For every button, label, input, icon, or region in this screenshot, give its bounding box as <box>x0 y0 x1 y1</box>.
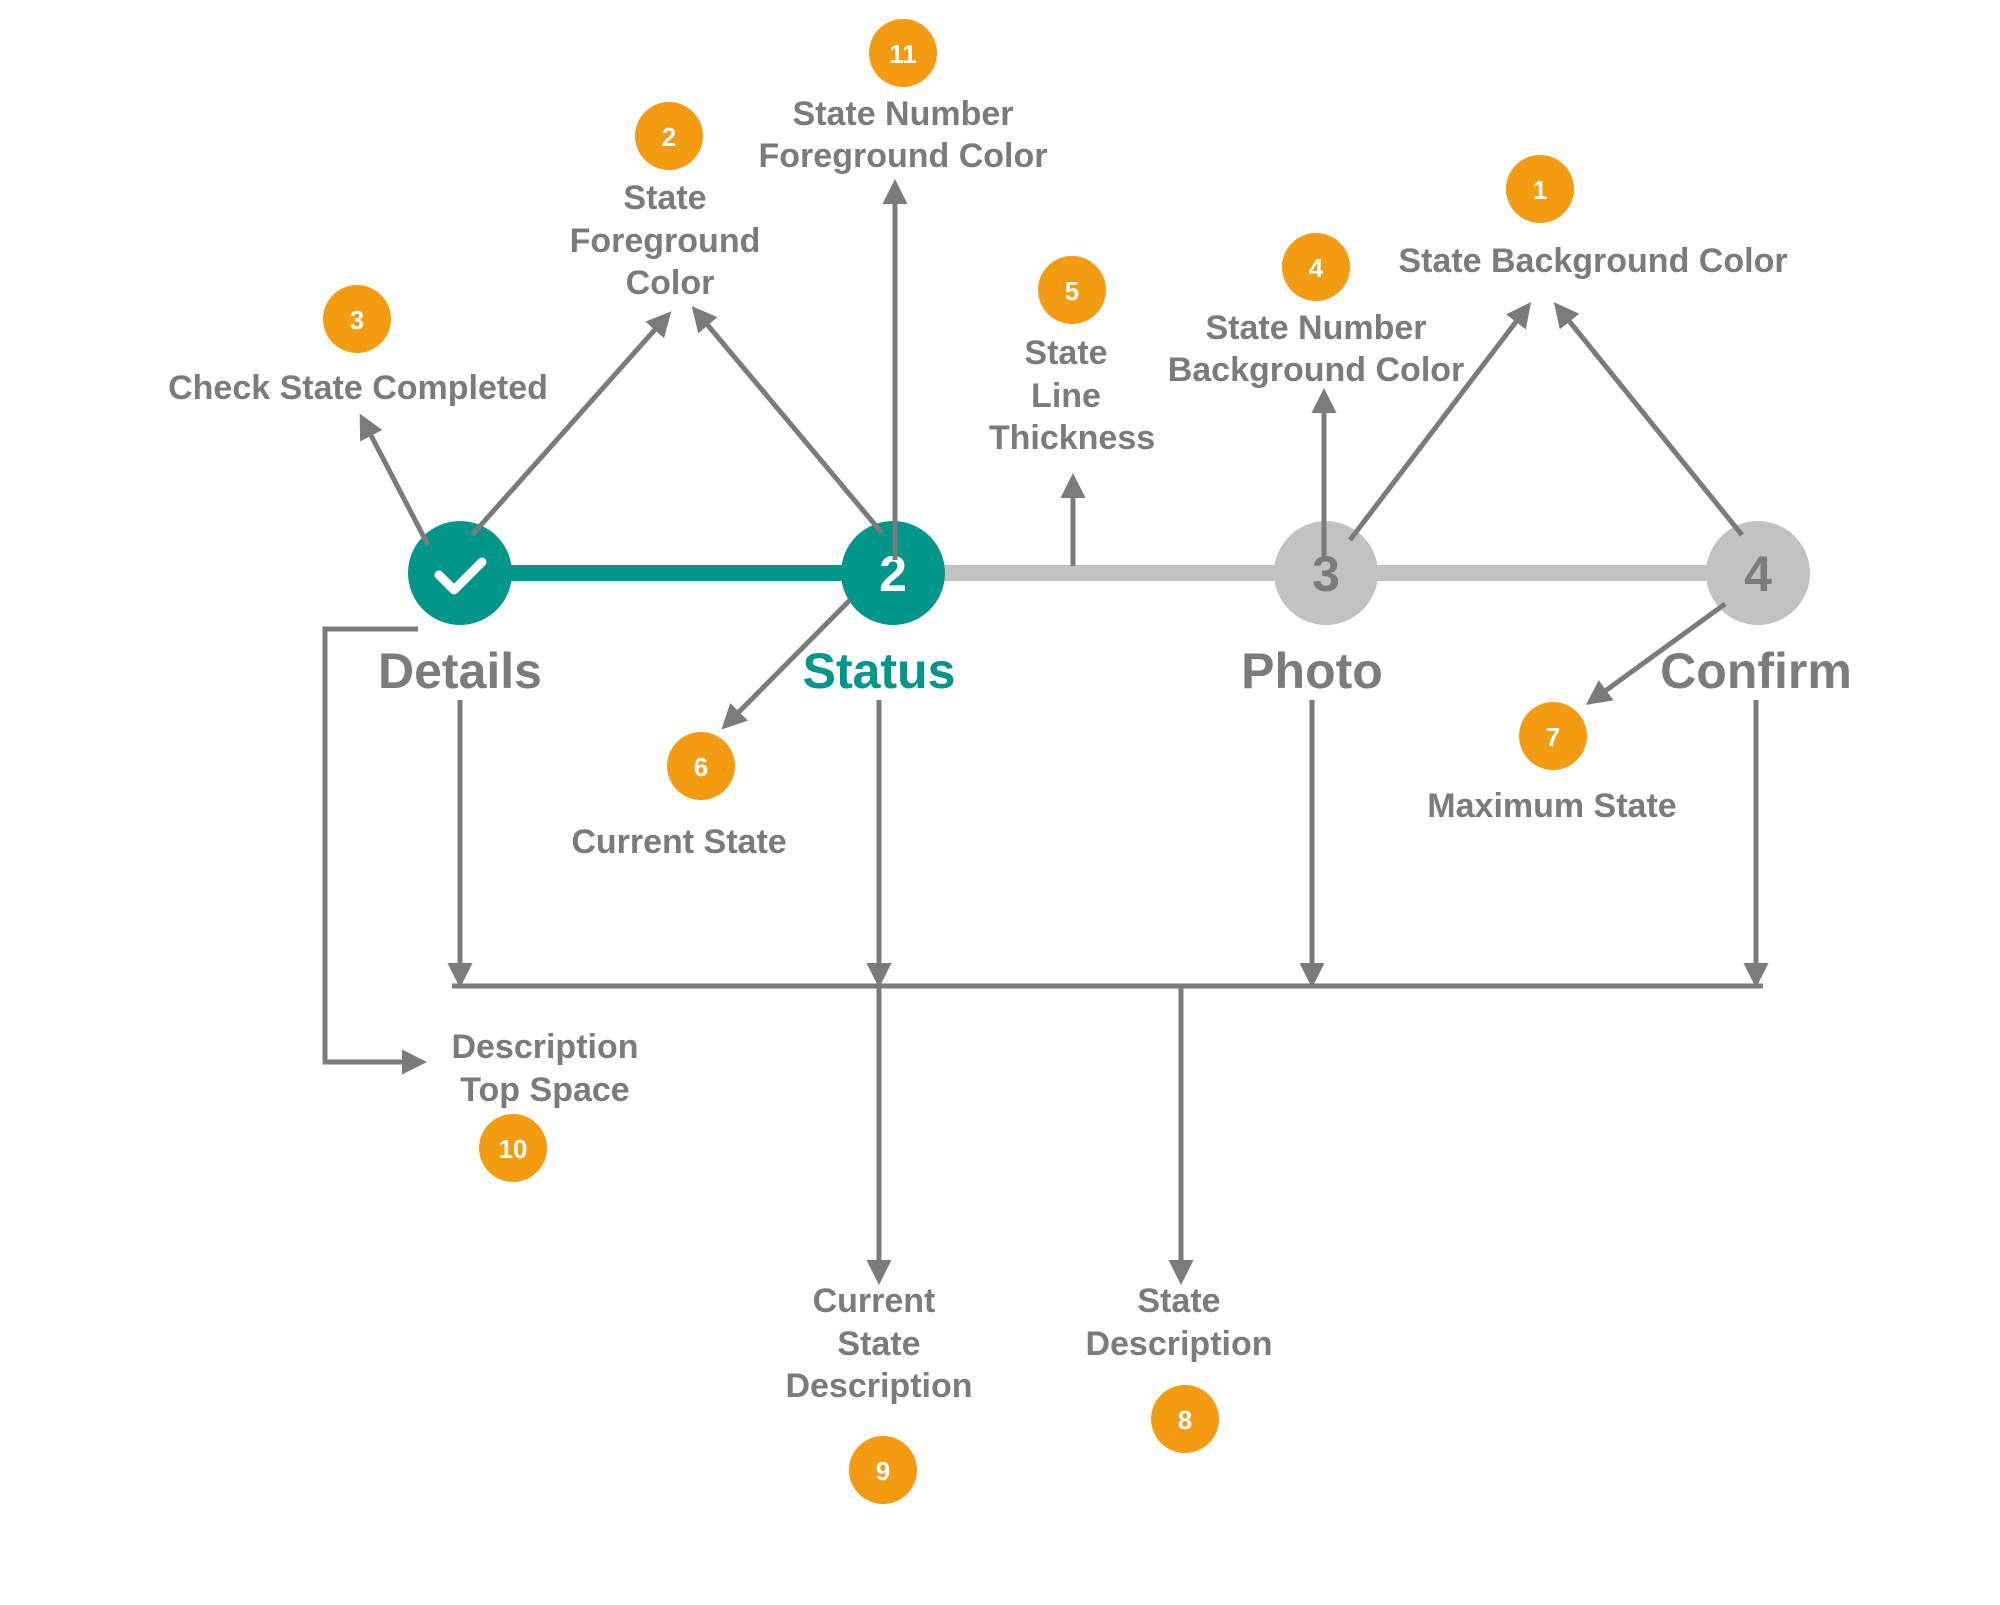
svg-text:5: 5 <box>1065 276 1079 306</box>
svg-text:10: 10 <box>499 1134 528 1164</box>
badge-4: 4 <box>1282 233 1350 301</box>
svg-text:3: 3 <box>350 305 364 335</box>
label-description-top-space-line2: Top Space <box>460 1071 629 1109</box>
badge-1: 1 <box>1506 155 1574 223</box>
state-name-details: Details <box>378 643 542 699</box>
label-state-fg-line1: State <box>623 179 706 217</box>
state-names: Details Status Photo Confirm <box>378 643 1852 699</box>
state-confirm-circle <box>1706 521 1810 625</box>
state-name-confirm: Confirm <box>1660 643 1852 699</box>
label-check-state-completed: Check State Completed <box>168 369 548 407</box>
check-icon <box>434 557 487 595</box>
svg-text:2: 2 <box>662 122 676 152</box>
arrow-check-state-completed <box>359 413 431 547</box>
label-number-fg-line1: State Number <box>792 95 1013 133</box>
stepper-states: 2 3 4 <box>408 521 1810 625</box>
state-status[interactable]: 2 <box>841 521 945 625</box>
label-current-state-description-line1: Current <box>813 1282 936 1320</box>
arrow-maximum-state <box>1585 601 1727 705</box>
state-status-circle <box>841 521 945 625</box>
label-line-thickness-line2: Line <box>1031 377 1101 415</box>
state-photo-circle <box>1274 521 1378 625</box>
arrow-fg-from-status <box>691 306 884 535</box>
label-state-fg-line2: Foreground <box>570 222 761 260</box>
label-state-description-line2: Description <box>1085 1325 1272 1363</box>
label-description-top-space-line1: Description <box>451 1028 638 1066</box>
badge-2: 2 <box>635 102 703 170</box>
state-confirm[interactable]: 4 <box>1706 521 1810 625</box>
callout-badges: 1 2 3 4 5 6 7 8 <box>323 19 1587 1504</box>
label-current-state: Current State <box>571 823 786 861</box>
state-details[interactable] <box>408 521 512 625</box>
badge-7: 7 <box>1519 702 1587 770</box>
label-state-background-color: State Background Color <box>1398 242 1787 280</box>
state-confirm-number: 4 <box>1744 546 1772 602</box>
label-line-thickness-line1: State <box>1024 334 1107 372</box>
state-photo[interactable]: 3 <box>1274 521 1378 625</box>
svg-text:4: 4 <box>1309 253 1324 283</box>
state-name-status: Status <box>803 643 956 699</box>
arrow-current-state <box>721 598 852 730</box>
label-maximum-state: Maximum State <box>1427 787 1676 825</box>
label-number-fg-line2: Foreground Color <box>759 137 1048 175</box>
label-line-thickness-line3: Thickness <box>989 419 1155 457</box>
badge-9: 9 <box>849 1436 917 1504</box>
badge-6: 6 <box>667 732 735 800</box>
label-current-state-description-line3: Description <box>785 1367 972 1405</box>
arrow-fg-from-details <box>470 311 672 537</box>
arrow-description-top-space <box>322 626 427 1075</box>
badge-3: 3 <box>323 285 391 353</box>
label-current-state-description-line2: State <box>837 1325 920 1363</box>
arrow-bg-from-confirm <box>1553 302 1744 537</box>
svg-text:1: 1 <box>1533 175 1547 205</box>
badge-11: 11 <box>869 19 937 87</box>
svg-text:6: 6 <box>694 752 708 782</box>
svg-text:11: 11 <box>889 39 917 69</box>
label-state-fg-line3: Color <box>626 264 715 302</box>
state-name-photo: Photo <box>1241 643 1383 699</box>
callout-labels: State Background Color State Foreground … <box>168 95 1787 1405</box>
badge-5: 5 <box>1038 256 1106 324</box>
label-state-description-line1: State <box>1137 1282 1220 1320</box>
badge-10: 10 <box>479 1114 547 1182</box>
arrow-bg-from-photo <box>1348 302 1532 542</box>
badge-8: 8 <box>1151 1385 1219 1453</box>
svg-text:7: 7 <box>1546 722 1560 752</box>
label-number-bg-line2: Background Color <box>1168 351 1465 389</box>
svg-text:9: 9 <box>876 1456 890 1486</box>
state-details-circle <box>408 521 512 625</box>
annotation-arrows <box>322 179 1769 1285</box>
svg-text:8: 8 <box>1178 1405 1192 1435</box>
label-number-bg-line1: State Number <box>1205 309 1426 347</box>
